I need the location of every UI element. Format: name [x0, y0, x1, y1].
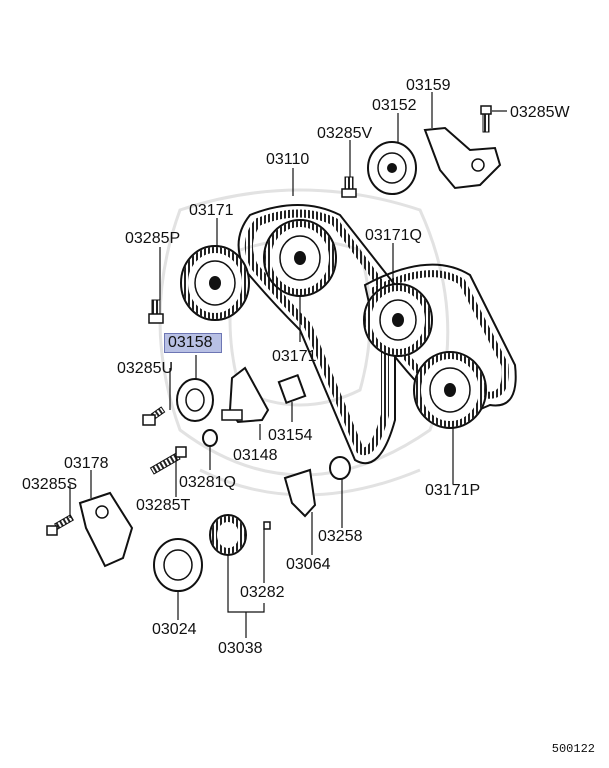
crank-sprocket-03038 — [209, 514, 247, 556]
bolt-03285W — [480, 105, 492, 133]
bolt-03285U — [142, 406, 166, 426]
sprocket-03171P — [413, 351, 487, 429]
bolt-03285V — [341, 176, 357, 198]
label-03285P[interactable]: 03285P — [125, 230, 181, 247]
label-03285U[interactable]: 03285U — [117, 360, 174, 377]
label-03171-left[interactable]: 03171 — [189, 202, 234, 219]
document-number: 500122 — [551, 742, 595, 756]
label-03110[interactable]: 03110 — [266, 151, 310, 168]
key-03282 — [263, 521, 271, 530]
label-03024[interactable]: 03024 — [152, 621, 197, 638]
sprocket-03171-center — [263, 219, 337, 297]
label-03152[interactable]: 03152 — [372, 97, 417, 114]
label-03158-highlighted[interactable]: 03158 — [164, 333, 222, 353]
auto-tensioner-03178 — [78, 491, 134, 568]
tensioner-arm-03148 — [221, 366, 270, 424]
leader-lines — [69, 92, 507, 638]
bolt-03285S — [46, 514, 74, 536]
label-03171Q[interactable]: 03171Q — [365, 227, 422, 244]
spacer-03258 — [329, 456, 351, 480]
label-03154[interactable]: 03154 — [268, 427, 313, 444]
flange-03024 — [153, 538, 203, 592]
label-03171P[interactable]: 03171P — [425, 482, 481, 499]
sensing-blade-03064 — [283, 468, 317, 518]
label-03038[interactable]: 03038 — [218, 640, 263, 657]
sprocket-03171Q — [363, 283, 433, 357]
label-03171-center[interactable]: 03171 — [272, 348, 317, 365]
bolt-03285T — [149, 446, 187, 475]
label-03285S[interactable]: 03285S — [22, 476, 78, 493]
label-03282[interactable]: 03282 — [240, 584, 285, 601]
bolt-03285P — [148, 299, 164, 324]
washer-03281Q — [202, 429, 218, 447]
idler-pulley-03152 — [367, 141, 417, 195]
timing-belt-balancer — [363, 263, 517, 422]
sprocket-03171-left — [180, 245, 250, 321]
label-03159[interactable]: 03159 — [406, 77, 451, 94]
label-03064[interactable]: 03064 — [286, 556, 331, 573]
spacer-03154 — [277, 373, 307, 405]
label-03178[interactable]: 03178 — [64, 455, 109, 472]
tensioner-pulley-03158 — [176, 378, 214, 422]
label-03258[interactable]: 03258 — [318, 528, 363, 545]
label-03148[interactable]: 03148 — [233, 447, 278, 464]
label-03285W[interactable]: 03285W — [510, 104, 570, 121]
bracket-03159 — [423, 126, 502, 190]
label-03285V[interactable]: 03285V — [317, 125, 373, 142]
label-03281Q[interactable]: 03281Q — [179, 474, 236, 491]
label-03285T[interactable]: 03285T — [136, 497, 191, 514]
